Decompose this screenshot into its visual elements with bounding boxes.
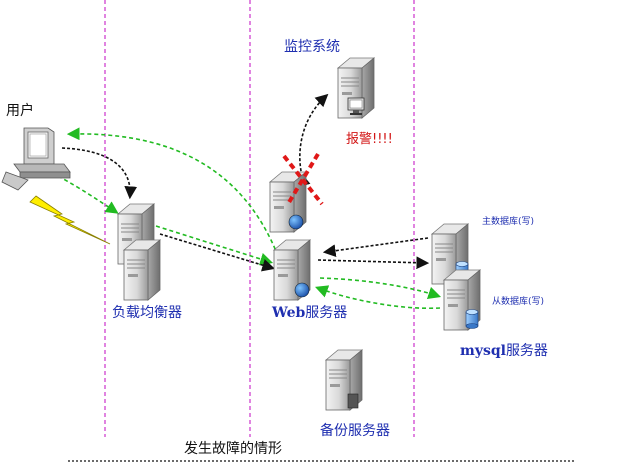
label-user: 用户 xyxy=(6,103,34,119)
label-web-prefix: Web xyxy=(272,305,306,321)
label-master-db: 主数据库(写) xyxy=(482,217,535,227)
link-web-to-master xyxy=(317,256,430,270)
link-web-to-user xyxy=(66,127,279,257)
label-alarm: 报警!!!! xyxy=(346,132,393,147)
link-user-to-lb-green xyxy=(57,175,119,214)
server-icon-backup xyxy=(325,349,363,411)
server-icon-lb-2 xyxy=(123,239,161,301)
failure-x-icon xyxy=(282,152,324,206)
label-web-server: Web服务器 xyxy=(272,306,347,320)
server-icon-web xyxy=(273,239,311,301)
lightning-icon xyxy=(29,195,111,245)
label-mysql-server: mysql服务器 xyxy=(460,344,548,358)
label-load-balancer: 负载均衡器 xyxy=(112,305,182,321)
server-icon-web-failed xyxy=(269,171,307,233)
server-icon-monitor xyxy=(337,57,375,119)
diagram-caption: 发生故障的情形 xyxy=(184,441,282,457)
link-web-master xyxy=(322,237,429,258)
label-mysql-suffix: 服务器 xyxy=(505,343,548,359)
label-mysql-prefix: mysql xyxy=(460,343,506,359)
link-slave-to-web xyxy=(315,285,441,310)
server-icon-slave-db xyxy=(443,269,481,331)
globe-icon xyxy=(294,282,310,298)
label-web-suffix: 服务器 xyxy=(305,305,348,321)
label-slave-db: 从数据库(写) xyxy=(492,297,545,307)
link-user-to-lb xyxy=(61,147,138,200)
database-icon xyxy=(465,309,479,329)
label-backup: 备份服务器 xyxy=(320,423,390,439)
label-monitor: 监控系统 xyxy=(284,39,340,55)
link-lb-to-web-black xyxy=(159,233,276,272)
link-lb-to-web xyxy=(155,225,274,266)
link-monitor-failed xyxy=(297,93,329,187)
link-web-slave xyxy=(319,277,442,300)
zone-dividers xyxy=(104,0,415,437)
globe-icon xyxy=(288,214,304,230)
monitor-icon xyxy=(347,97,365,115)
connections xyxy=(57,93,442,310)
pc-icon xyxy=(1,127,71,191)
